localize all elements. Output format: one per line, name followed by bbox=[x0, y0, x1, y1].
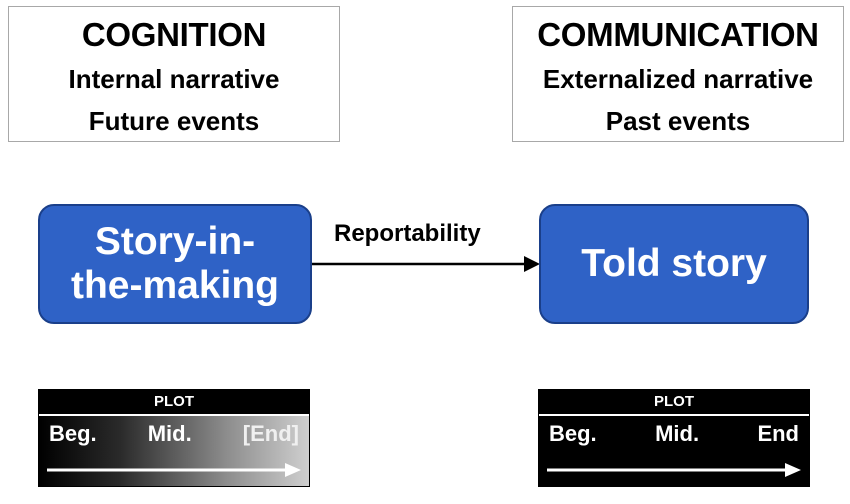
cognition-line-1: Internal narrative bbox=[68, 64, 280, 94]
plot-left-timeline-arrow bbox=[47, 463, 301, 477]
plot-left-panel: PLOT Beg. Mid. [End] bbox=[38, 389, 310, 487]
plot-right-mid-label: Mid. bbox=[655, 421, 700, 446]
communication-box: COMMUNICATION Externalized narrative Pas… bbox=[512, 6, 844, 142]
plot-right-end-label: End bbox=[757, 421, 799, 446]
story-in-the-making-line-2: the-making bbox=[70, 264, 280, 307]
cognition-box: COGNITION Internal narrative Future even… bbox=[8, 6, 340, 142]
plot-left-mid-label: Mid. bbox=[147, 421, 192, 446]
communication-line-1: Externalized narrative bbox=[542, 64, 814, 94]
told-story-node: Told story bbox=[539, 204, 809, 324]
reportability-arrow bbox=[312, 256, 540, 272]
plot-right-timeline-arrow bbox=[547, 463, 801, 477]
plot-right-body: Beg. Mid. End bbox=[539, 416, 809, 486]
cognition-heading: COGNITION bbox=[81, 16, 267, 53]
plot-left-end-label: [End] bbox=[242, 421, 299, 446]
plot-left-beg-label: Beg. bbox=[49, 421, 97, 446]
plot-right-beg-label: Beg. bbox=[549, 421, 597, 446]
plot-right-panel: PLOT Beg. Mid. End bbox=[538, 389, 810, 487]
told-story-label: Told story bbox=[581, 242, 767, 285]
communication-heading: COMMUNICATION bbox=[537, 16, 819, 53]
plot-left-title: PLOT bbox=[39, 390, 309, 416]
cognition-line-2: Future events bbox=[88, 106, 260, 136]
reportability-arrow-head bbox=[524, 256, 540, 272]
story-in-the-making-node: Story-in- the-making bbox=[38, 204, 312, 324]
reportability-label: Reportability bbox=[334, 220, 481, 247]
plot-right-title: PLOT bbox=[539, 390, 809, 416]
plot-left-body: Beg. Mid. [End] bbox=[39, 416, 309, 486]
communication-line-2: Past events bbox=[605, 106, 751, 136]
story-in-the-making-line-1: Story-in- bbox=[94, 220, 256, 263]
